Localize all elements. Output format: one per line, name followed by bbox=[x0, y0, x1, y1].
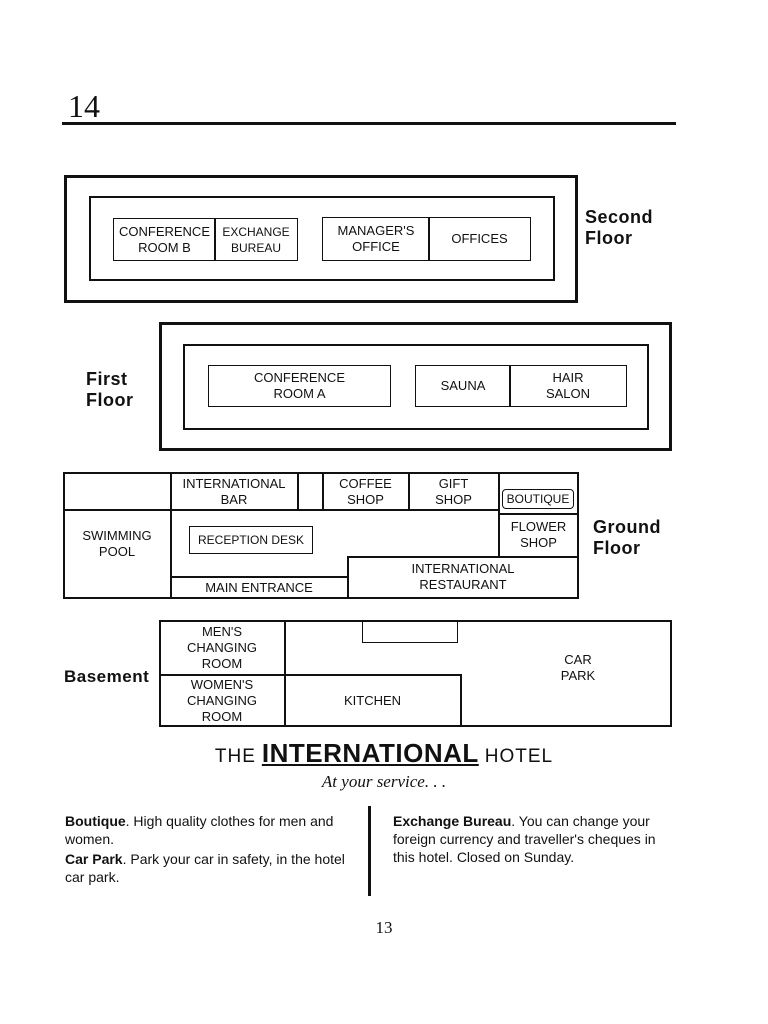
room-boutique: BOUTIQUE bbox=[502, 489, 574, 509]
page-number-bottom: 13 bbox=[375, 918, 393, 937]
text-exchange-bureau: . You can change your foreign currency a… bbox=[393, 813, 656, 865]
term-exchange-bureau: Exchange Bureau bbox=[393, 813, 512, 829]
ground-divider-coffee bbox=[408, 473, 410, 510]
first-floor-label: First Floor bbox=[86, 369, 134, 410]
room-managers-office: MANAGER'S OFFICE bbox=[322, 217, 430, 261]
page-number-top: 14 bbox=[68, 88, 100, 124]
room-gift-shop: GIFT SHOP bbox=[435, 475, 472, 507]
room-flower-shop: FLOWER SHOP bbox=[510, 519, 567, 550]
room-offices: OFFICES bbox=[428, 217, 531, 261]
basement-stairwell bbox=[362, 621, 458, 643]
ground-floor-label: Ground Floor bbox=[593, 517, 661, 558]
room-exchange-bureau: EXCHANGE BUREAU bbox=[214, 218, 298, 261]
ground-divider-corridor bbox=[322, 473, 324, 510]
title-hotel: HOTEL bbox=[484, 746, 554, 767]
room-womens-changing: WOMEN'S CHANGING ROOM bbox=[186, 677, 258, 724]
room-international-bar: INTERNATIONAL BAR bbox=[182, 475, 286, 507]
desc-exchange-bureau: Exchange Bureau. You can change your for… bbox=[393, 812, 668, 866]
ground-entrance-line bbox=[171, 576, 348, 578]
room-swimming-pool: SWIMMING POOL bbox=[82, 527, 152, 559]
ground-boutique-line bbox=[499, 513, 578, 515]
header-rule bbox=[62, 122, 676, 125]
tagline: At your service. . . bbox=[321, 772, 447, 791]
room-conference-b: CONFERENCE ROOM B bbox=[113, 218, 216, 261]
room-sauna: SAUNA bbox=[415, 365, 511, 407]
ground-pool-line bbox=[64, 509, 170, 511]
descriptions-right: Exchange Bureau. You can change your for… bbox=[393, 812, 668, 868]
room-reception-desk: RECEPTION DESK bbox=[189, 526, 313, 554]
term-boutique: Boutique bbox=[65, 813, 126, 829]
first-floor-inner bbox=[183, 344, 649, 430]
column-divider bbox=[368, 806, 371, 896]
room-main-entrance: MAIN ENTRANCE bbox=[205, 579, 313, 595]
basement-mid-line bbox=[160, 674, 461, 676]
ground-restaurant-top bbox=[347, 556, 578, 558]
basement-outer bbox=[159, 620, 672, 727]
room-conference-a: CONFERENCE ROOM A bbox=[208, 365, 391, 407]
room-mens-changing: MEN'S CHANGING ROOM bbox=[186, 624, 258, 671]
second-floor-outer bbox=[64, 175, 578, 303]
room-international-restaurant: INTERNATIONAL RESTAURANT bbox=[411, 561, 515, 592]
text-car-park: . Park your car in safety, in the hotel … bbox=[65, 851, 345, 885]
ground-divider-bar bbox=[297, 473, 299, 510]
ground-floor-outer bbox=[63, 472, 579, 599]
desc-boutique: Boutique. High quality clothes for men a… bbox=[65, 812, 347, 848]
basement-label: Basement bbox=[64, 667, 150, 686]
desc-car-park: Car Park. Park your car in safety, in th… bbox=[65, 850, 347, 886]
title-international: INTERNATIONAL bbox=[261, 738, 479, 768]
term-car-park: Car Park bbox=[65, 851, 123, 867]
ground-top-row-line bbox=[171, 509, 499, 511]
room-kitchen: KITCHEN bbox=[343, 693, 402, 708]
basement-divider-changing bbox=[284, 621, 286, 726]
descriptions-left: Boutique. High quality clothes for men a… bbox=[65, 812, 347, 888]
room-car-park: CAR PARK bbox=[560, 652, 596, 683]
room-coffee-shop: COFFEE SHOP bbox=[339, 475, 392, 507]
second-floor-label: Second Floor bbox=[585, 207, 654, 248]
room-hair-salon: HAIR SALON bbox=[509, 365, 627, 407]
text-boutique: . High quality clothes for men and women… bbox=[65, 813, 334, 847]
ground-divider-gift bbox=[498, 473, 500, 556]
ground-divider-left bbox=[170, 473, 172, 598]
title-the: THE bbox=[214, 746, 256, 767]
basement-divider-kitchen bbox=[460, 674, 462, 726]
first-floor-outer bbox=[159, 322, 672, 451]
second-floor-inner bbox=[89, 196, 555, 281]
